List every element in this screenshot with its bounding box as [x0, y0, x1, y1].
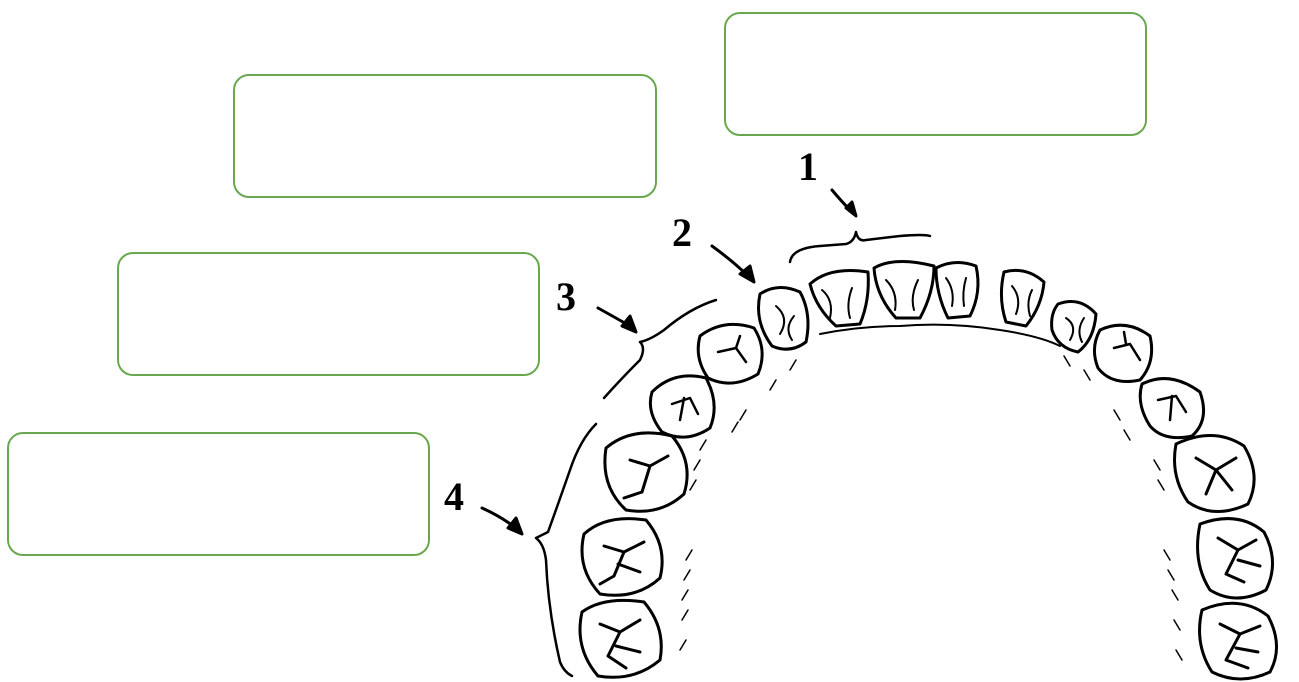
tooth-premolar-left-1: [698, 324, 762, 383]
tooth-incisor-3: [1001, 270, 1044, 326]
label-1: 1: [798, 144, 818, 189]
tooth-incisor-4: [810, 271, 868, 327]
premolar-teeth: [650, 324, 1203, 437]
label-3: 3: [556, 274, 576, 319]
arrow-2: [712, 246, 754, 282]
incisor-teeth: [810, 261, 1060, 346]
canine-teeth: [759, 287, 1097, 352]
tooth-incisor-2: [874, 261, 934, 318]
arrow-3: [598, 308, 636, 332]
label-4: 4: [444, 474, 464, 519]
tooth-molar-right-3: [1200, 603, 1277, 679]
tooth-incisor-1: [936, 262, 978, 318]
gum-shading: [680, 356, 1182, 660]
arrow-1: [832, 190, 856, 216]
bracket-molars: [536, 424, 596, 676]
tooth-molar-left-1: [605, 433, 687, 511]
label-2: 2: [672, 210, 692, 255]
arrow-4: [482, 508, 522, 534]
bracket-incisors: [790, 232, 930, 262]
